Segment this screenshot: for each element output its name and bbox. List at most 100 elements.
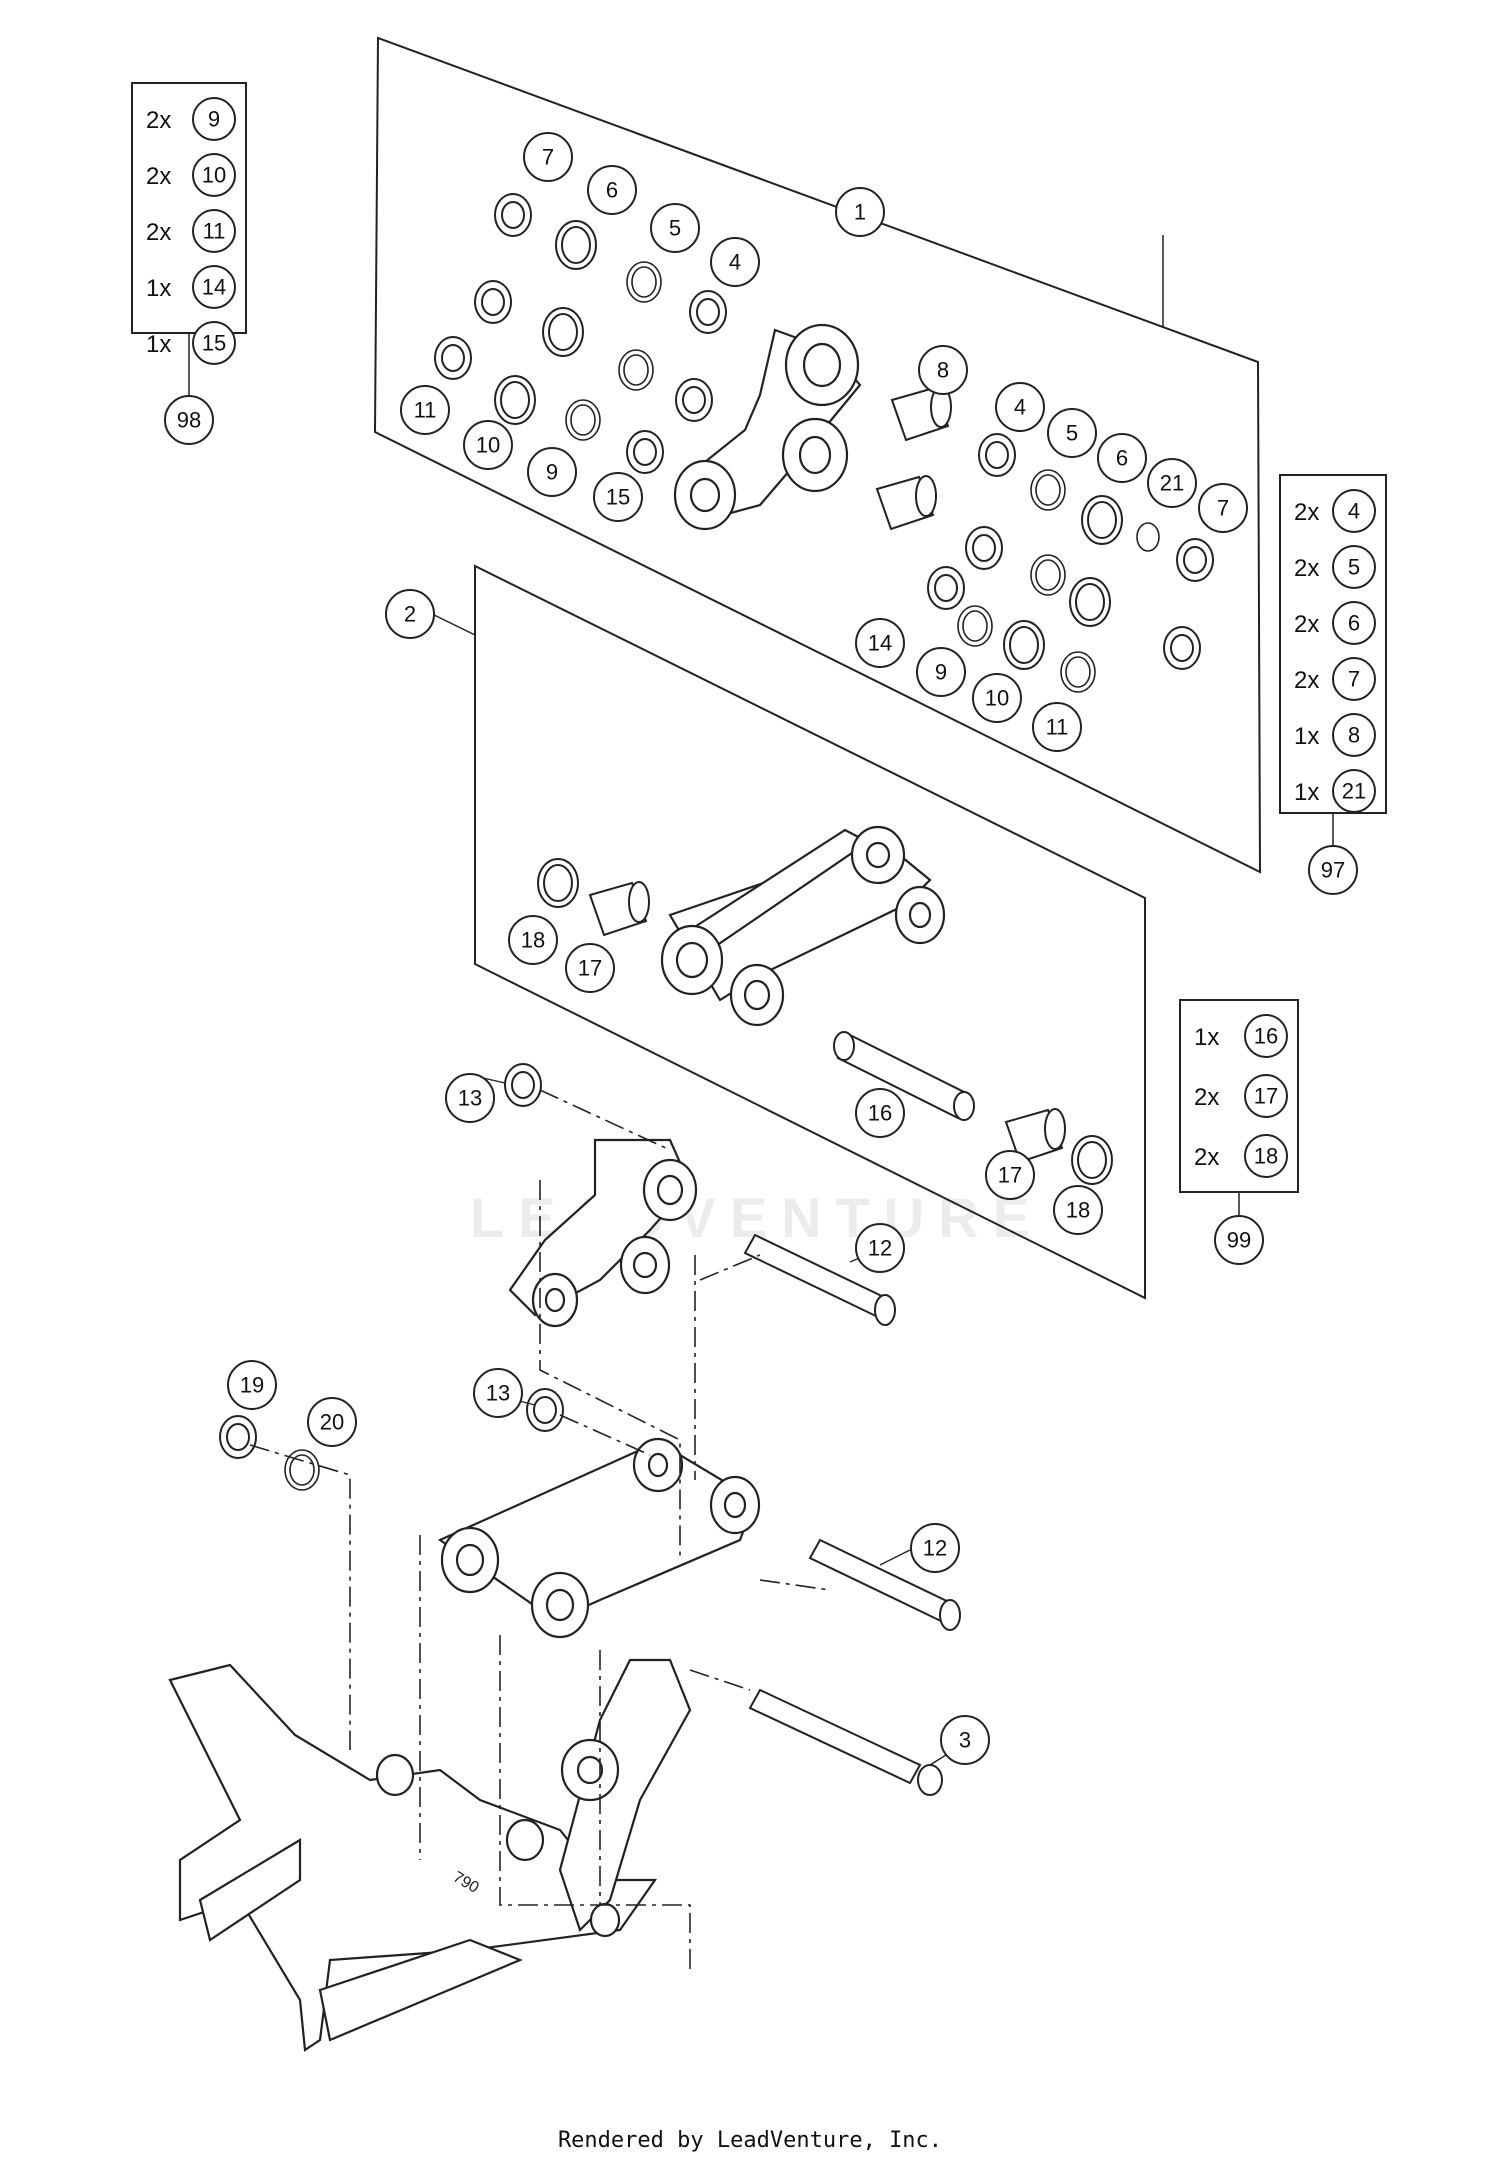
kit-97-label: 97 <box>1308 845 1358 895</box>
svg-text:10: 10 <box>202 163 226 188</box>
svg-text:21: 21 <box>1342 779 1366 804</box>
kit-99-part-18: 18 <box>1244 1134 1288 1178</box>
svg-text:6: 6 <box>1348 611 1360 636</box>
callout-4: 4 <box>710 237 760 287</box>
kit-98-qty: 2x <box>146 219 171 246</box>
kit-97-qty: 2x <box>1294 611 1319 638</box>
kit-99-part-17: 17 <box>1244 1074 1288 1118</box>
callout-21: 21 <box>1147 458 1197 508</box>
callout-19: 19 <box>227 1360 277 1410</box>
svg-text:9: 9 <box>935 660 947 685</box>
kit-98-part-15: 15 <box>192 321 236 365</box>
kit-97-qty: 2x <box>1294 555 1319 582</box>
svg-text:7: 7 <box>542 145 554 170</box>
callout-13: 13 <box>445 1073 495 1123</box>
kit-98-qty: 2x <box>146 163 171 190</box>
svg-text:7: 7 <box>1348 667 1360 692</box>
kit-97-qty: 1x <box>1294 779 1319 806</box>
svg-text:5: 5 <box>1066 421 1078 446</box>
callout-7-2: 7 <box>1198 483 1248 533</box>
lower-rocker <box>508 1138 698 1328</box>
svg-text:15: 15 <box>202 331 226 356</box>
svg-text:17: 17 <box>1254 1084 1278 1109</box>
svg-text:10: 10 <box>985 686 1009 711</box>
svg-text:14: 14 <box>202 275 226 300</box>
callout-15: 15 <box>593 472 643 522</box>
kit-98-part-14: 14 <box>192 265 236 309</box>
callouts: 1234455667789910101111121213131415161717… <box>227 132 1248 1765</box>
callout-6: 6 <box>587 165 637 215</box>
assembly-guide-lines <box>249 1089 831 1975</box>
kit-98-part-11: 11 <box>192 209 236 253</box>
rocker-arm-panel1 <box>673 323 862 531</box>
svg-text:10: 10 <box>476 433 500 458</box>
kit-99-label: 99 <box>1214 1215 1264 1265</box>
svg-text:8: 8 <box>1348 723 1360 748</box>
svg-text:3: 3 <box>959 1728 971 1753</box>
kit-99-qty: 1x <box>1194 1024 1219 1051</box>
callout-11-2: 11 <box>1032 702 1082 752</box>
callout-4-2: 4 <box>995 382 1045 432</box>
svg-text:17: 17 <box>998 1163 1022 1188</box>
svg-text:2: 2 <box>404 602 416 627</box>
kit-97-part-7: 7 <box>1332 657 1376 701</box>
svg-text:19: 19 <box>240 1373 264 1398</box>
svg-text:4: 4 <box>729 250 741 275</box>
credit-text: Rendered by LeadVenture, Inc. <box>557 2128 943 2153</box>
svg-text:4: 4 <box>1348 499 1360 524</box>
kit-99-part-16: 16 <box>1244 1014 1288 1058</box>
callout-3: 3 <box>940 1715 990 1765</box>
kit-98-label: 98 <box>164 395 214 445</box>
kit-97-part-21: 21 <box>1332 769 1376 813</box>
callout-18: 18 <box>508 915 558 965</box>
svg-text:1: 1 <box>854 200 866 225</box>
pin-16 <box>833 1031 975 1121</box>
kit-99-qty: 2x <box>1194 1084 1219 1111</box>
svg-text:18: 18 <box>1254 1144 1278 1169</box>
svg-text:18: 18 <box>1066 1198 1090 1223</box>
kit-98-part-9: 9 <box>192 97 236 141</box>
callout-17: 17 <box>565 943 615 993</box>
svg-text:9: 9 <box>546 460 558 485</box>
svg-text:5: 5 <box>1348 555 1360 580</box>
svg-text:97: 97 <box>1321 858 1345 883</box>
kit-97-qty: 1x <box>1294 723 1319 750</box>
lower-pull-rod <box>437 1437 761 1639</box>
callout-5: 5 <box>650 203 700 253</box>
callout-18-2: 18 <box>1053 1185 1103 1235</box>
kit-99-qty: 2x <box>1194 1144 1219 1171</box>
svg-text:21: 21 <box>1160 471 1184 496</box>
kit-97-part-6: 6 <box>1332 601 1376 645</box>
svg-text:7: 7 <box>1217 496 1229 521</box>
callout-9-2: 9 <box>916 647 966 697</box>
kit-panel-2 <box>427 564 1146 1300</box>
svg-text:17: 17 <box>578 956 602 981</box>
svg-text:16: 16 <box>868 1101 892 1126</box>
svg-text:12: 12 <box>868 1236 892 1261</box>
callout-20: 20 <box>307 1397 357 1447</box>
callout-8: 8 <box>918 345 968 395</box>
kit-97 <box>1279 474 1387 848</box>
svg-text:11: 11 <box>1046 715 1069 740</box>
callout-5-2: 5 <box>1047 408 1097 458</box>
svg-text:20: 20 <box>320 1410 344 1435</box>
svg-text:16: 16 <box>1254 1024 1278 1049</box>
callout-2: 2 <box>385 589 435 639</box>
kit-97-part-8: 8 <box>1332 713 1376 757</box>
svg-text:99: 99 <box>1227 1228 1251 1253</box>
svg-text:13: 13 <box>458 1086 482 1111</box>
callout-11: 11 <box>400 385 450 435</box>
svg-text:8: 8 <box>937 358 949 383</box>
svg-text:18: 18 <box>521 928 545 953</box>
callout-16: 16 <box>855 1088 905 1138</box>
callout-10: 10 <box>463 420 513 470</box>
svg-text:6: 6 <box>606 178 618 203</box>
callout-9: 9 <box>527 447 577 497</box>
kit-98-part-10: 10 <box>192 153 236 197</box>
frame-swingarm <box>168 1658 692 2052</box>
svg-text:9: 9 <box>208 107 220 132</box>
kit-98-qty: 2x <box>146 107 171 134</box>
callout-10-2: 10 <box>972 673 1022 723</box>
callout-12-2: 12 <box>910 1523 960 1573</box>
kit-98-qty: 1x <box>146 275 171 302</box>
